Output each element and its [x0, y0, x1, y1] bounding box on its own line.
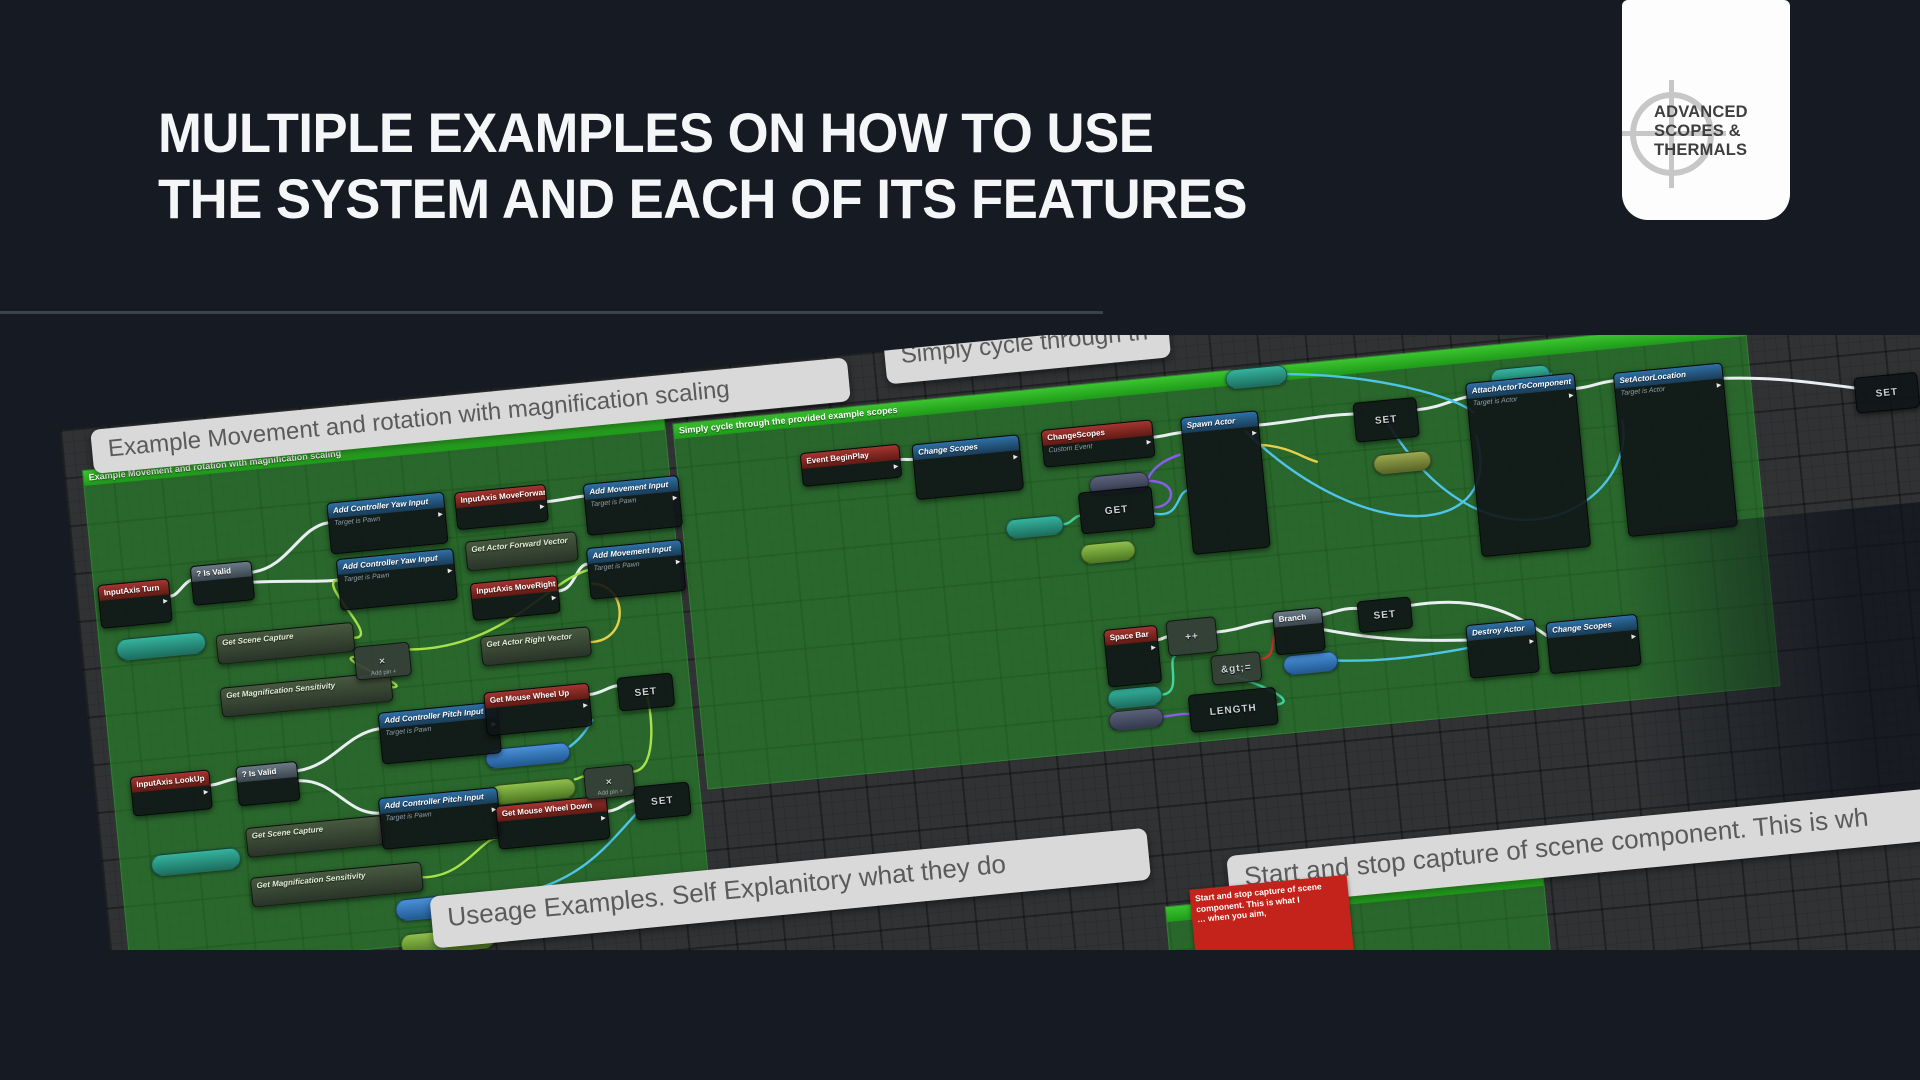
- wire: [1156, 635, 1169, 642]
- node-set: SET: [632, 781, 692, 821]
- wire: [168, 578, 193, 598]
- node-spawn-actor: Spawn Actor: [1179, 410, 1271, 555]
- wire: [297, 779, 381, 815]
- wire: [1286, 372, 1476, 414]
- node-label: SET: [1373, 608, 1397, 622]
- node-set: SET: [616, 672, 676, 712]
- node-label: Space Bar: [1104, 625, 1158, 646]
- node-gt: &gt;=: [1209, 651, 1263, 686]
- wire: [251, 578, 340, 584]
- wire: [1152, 431, 1183, 439]
- slide-title-line2: THE SYSTEM AND EACH OF ITS FEATURES: [158, 167, 1248, 230]
- wire: [899, 457, 915, 462]
- node-label: SET: [1374, 413, 1398, 427]
- wire: [1321, 606, 1359, 617]
- wire: [588, 684, 619, 696]
- wire: [606, 799, 636, 813]
- node-node: ×Add pin +: [582, 763, 636, 801]
- wire: [1322, 628, 1469, 642]
- logo-line1: ADVANCED: [1654, 102, 1748, 121]
- wire: [1259, 443, 1319, 463]
- node-label: SET: [634, 685, 658, 699]
- node-inputaxis-lookup: InputAxis LookUp: [129, 769, 214, 817]
- wire: [1722, 376, 1856, 390]
- wire: [573, 775, 585, 781]
- blueprint-screenshot: Example Movement and rotation with magni…: [60, 335, 1920, 950]
- logo-line3: THERMALS: [1654, 140, 1748, 159]
- node-node: ×Add pin +: [353, 641, 413, 681]
- wire: [1161, 654, 1177, 696]
- node-label: ? Is Valid: [190, 561, 252, 583]
- wire: [1574, 379, 1615, 391]
- wire: [251, 521, 330, 574]
- wire: [1062, 514, 1082, 526]
- wire: [209, 777, 238, 787]
- slide-title: MULTIPLE EXAMPLES ON HOW TO USE THE SYST…: [158, 100, 1248, 232]
- crosshair-icon: [1622, 80, 1726, 188]
- wire: [545, 494, 586, 504]
- node-label: ? Is Valid: [236, 761, 298, 783]
- wire: [1336, 646, 1469, 662]
- node-change-scopes: Change Scopes: [911, 434, 1025, 501]
- company-logo: ADVANCED SCOPES & THERMALS: [1622, 0, 1790, 220]
- slide-title-line1: MULTIPLE EXAMPLES ON HOW TO USE: [158, 101, 1154, 164]
- node-label: Branch: [1273, 607, 1323, 628]
- node-label: GET: [1104, 503, 1129, 517]
- node-set: SET: [1853, 371, 1920, 414]
- wire: [1257, 412, 1355, 427]
- wire: [1152, 488, 1191, 516]
- title-divider: [0, 311, 1103, 314]
- logo-text: ADVANCED SCOPES & THERMALS: [1654, 102, 1748, 159]
- node-get: GET: [1077, 485, 1156, 535]
- node-set: SET: [1356, 596, 1414, 634]
- node-label: SET: [1875, 386, 1899, 400]
- logo-line2: SCOPES &: [1654, 121, 1741, 140]
- node-branch: Branch: [1271, 606, 1326, 656]
- node-label: LENGTH: [1209, 702, 1258, 718]
- wire: [557, 562, 589, 593]
- node-node: ++: [1165, 616, 1219, 657]
- wire: [1415, 395, 1468, 412]
- wire: [1162, 712, 1191, 718]
- node-inputaxis-turn: InputAxis Turn: [97, 578, 173, 629]
- node-is-valid: ? Is Valid: [189, 560, 256, 607]
- node-set: SET: [1352, 396, 1420, 443]
- node-label: &gt;=: [1220, 661, 1253, 676]
- node-label: SET: [650, 794, 675, 808]
- wire: [1147, 453, 1181, 480]
- wire: [1215, 619, 1275, 634]
- node-space-bar: Space Bar: [1102, 624, 1163, 688]
- wire: [296, 727, 381, 773]
- node-is-valid: ? Is Valid: [235, 760, 301, 807]
- node-label: ++: [1184, 630, 1200, 643]
- node-change-scopes: Change Scopes: [1545, 613, 1642, 675]
- blueprint-canvas: Example Movement and rotation with magni…: [60, 335, 1920, 950]
- wire: [1147, 479, 1173, 509]
- node-destroy-actor: Destroy Actor: [1465, 618, 1541, 679]
